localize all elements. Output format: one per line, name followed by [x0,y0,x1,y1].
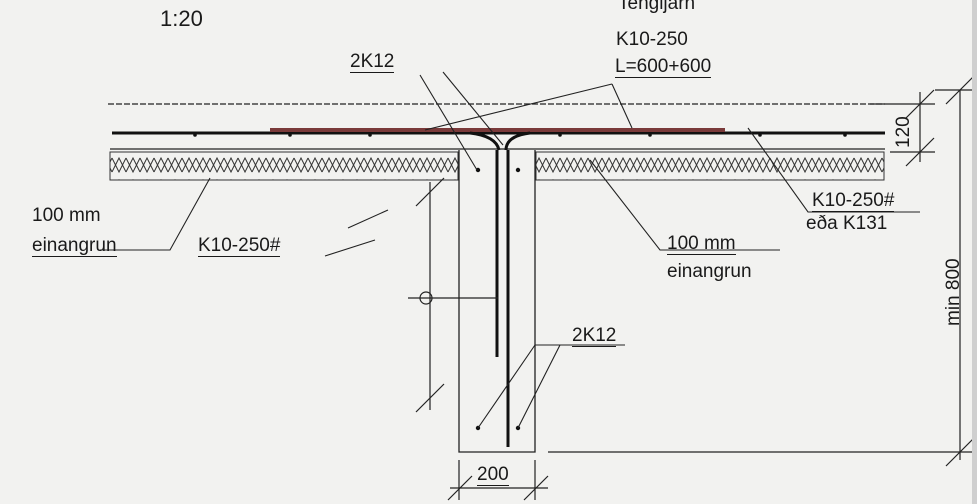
centerline-marker [419,291,433,305]
left-insulation-word: einangrun [32,235,117,257]
tie-bar-length: L=600+600 [615,56,712,78]
tie-bar-spec: K10-250 [616,29,688,50]
right-insulation-thickness: 100 mm [667,233,736,255]
slab-mesh-label: K10-250# [812,190,895,212]
tie-bar-title: Tengijárn [618,0,696,14]
total-depth-dim: min 800 [943,258,964,326]
tie-bar-bend [469,131,531,151]
page-edge [972,0,977,504]
scale-label: 1:20 [160,6,203,31]
left-mesh-label: K10-250# [198,235,281,257]
left-insulation-thickness: 100 mm [32,205,101,226]
right-insulation-word: einangrun [667,261,752,282]
slab-thickness-dim: 120 [893,116,914,148]
bottom-bars-label: 2K12 [572,325,617,347]
beam-outline [458,150,536,453]
beam-width-dim: 200 [477,464,509,486]
left-insulation [109,151,459,181]
right-insulation [535,151,885,181]
top-bars-label: 2K12 [350,51,395,73]
slab-mesh-alt-label: eða K131 [806,213,888,234]
